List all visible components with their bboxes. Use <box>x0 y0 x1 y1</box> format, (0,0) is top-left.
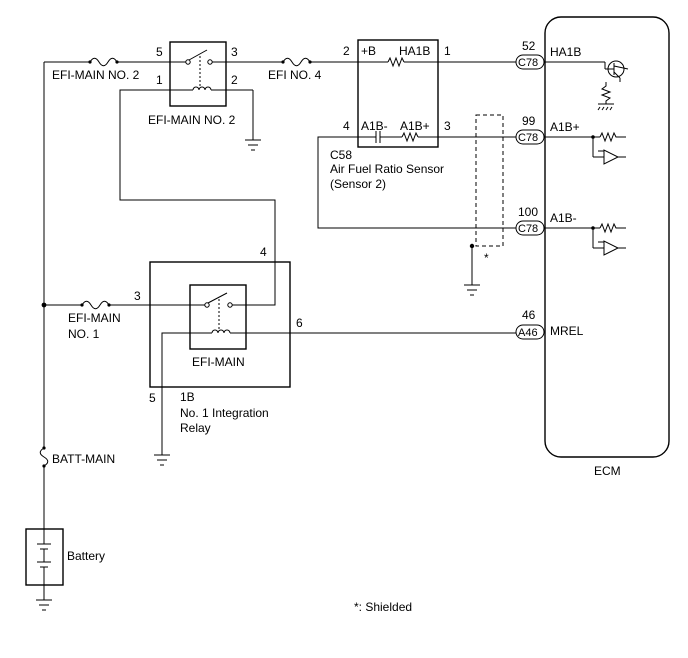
wire-a1b-minus <box>317 136 516 229</box>
ecm-name-a1b-minus: A1B- <box>550 211 577 225</box>
af-sensor-box <box>357 39 439 148</box>
battery <box>25 528 64 611</box>
integration-name-line1: No. 1 Integration <box>180 406 269 420</box>
sensor-cell <box>358 131 438 143</box>
efi-main-no2-fuse <box>44 57 170 67</box>
integration-relay-ground <box>154 332 190 466</box>
ecm-terminal-mrel <box>515 324 545 340</box>
efi-no4-fuse <box>226 57 358 67</box>
efi-main-no1-fuse <box>44 300 117 310</box>
ecm-conn-c78-a: C78 <box>518 57 538 69</box>
sensor-pin-3: 3 <box>444 119 451 133</box>
ecm-terminal-a1b-minus <box>515 220 626 256</box>
integration-pin-3: 3 <box>134 289 141 303</box>
ecm-terminal-ha1b <box>515 54 629 111</box>
integration-name-line2: Relay <box>180 421 211 435</box>
ecm-conn-c78-b: C78 <box>518 132 538 144</box>
batt-main-label: BATT-MAIN <box>52 452 115 466</box>
ecm-name-a1b-plus: A1B+ <box>550 120 580 134</box>
integration-pin-4: 4 <box>260 245 267 259</box>
efi-main-no1-label-line1: EFI-MAIN <box>68 311 121 325</box>
sensor-pin-4: 4 <box>343 119 350 133</box>
relay-no2-pin-5: 5 <box>156 45 163 59</box>
efi-no4-fuse-label: EFI NO. 4 <box>268 68 322 82</box>
shielded-note: *: Shielded <box>354 600 412 614</box>
ecm-name-mrel: MREL <box>550 324 584 338</box>
relay-no2-label: EFI-MAIN NO. 2 <box>148 113 236 127</box>
efi-main-relay-label: EFI-MAIN <box>192 355 245 369</box>
ecm-pin-52: 52 <box>522 39 536 53</box>
sensor-connector: C58 <box>330 148 352 162</box>
battery-bus <box>39 62 49 529</box>
integration-relay-box <box>149 261 291 388</box>
sensor-pin-2: 2 <box>343 44 350 58</box>
sensor-name-line2: (Sensor 2) <box>330 177 386 191</box>
battery-label: Battery <box>67 549 105 563</box>
efi-main-no2-relay <box>169 41 227 107</box>
ecm-name-ha1b: HA1B <box>550 45 581 59</box>
sensor-name-line1: Air Fuel Ratio Sensor <box>330 162 444 176</box>
integration-connector: 1B <box>180 390 195 404</box>
sensor-terminal-plus-b: +B <box>361 44 376 58</box>
relay-no2-pin-2: 2 <box>231 73 238 87</box>
efi-main-no2-fuse-label: EFI-MAIN NO. 2 <box>52 68 140 82</box>
integration-pin-5: 5 <box>149 391 156 405</box>
ecm-terminal-a1b-plus <box>515 129 626 165</box>
ecm-conn-a46: A46 <box>518 327 538 339</box>
shield-marker: * <box>484 251 489 265</box>
relay-no2-pin-1: 1 <box>156 73 163 87</box>
ecm-label: ECM <box>594 464 621 478</box>
sensor-terminal-a1b-plus: A1B+ <box>400 119 430 133</box>
ecm-conn-c78-c: C78 <box>518 223 538 235</box>
sensor-pin-1: 1 <box>444 44 451 58</box>
sensor-terminal-a1b-minus: A1B- <box>361 119 388 133</box>
ecm-pin-99: 99 <box>522 114 536 128</box>
ecm-box <box>544 16 670 458</box>
relay-no2-pin-3: 3 <box>231 45 238 59</box>
relay-no2-ground <box>226 89 261 151</box>
ecm-pin-100: 100 <box>518 205 538 219</box>
efi-main-relay-box <box>189 284 247 350</box>
efi-main-no1-label-line2: NO. 1 <box>68 327 100 341</box>
wire-relay-no2-to-integration <box>119 89 276 306</box>
sensor-heater-resistor <box>358 56 438 68</box>
shield <box>464 114 504 296</box>
efi-main-relay <box>117 292 246 334</box>
ecm-pin-46: 46 <box>522 308 536 322</box>
integration-pin-6: 6 <box>296 316 303 330</box>
sensor-terminal-ha1b: HA1B <box>399 44 430 58</box>
